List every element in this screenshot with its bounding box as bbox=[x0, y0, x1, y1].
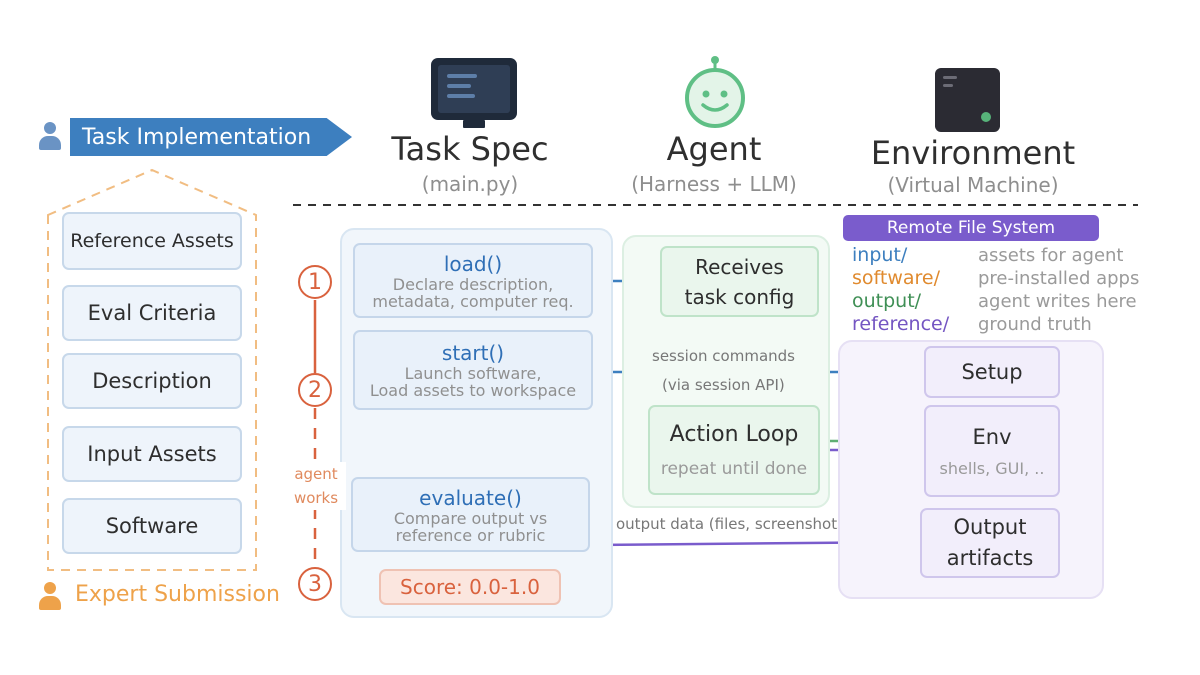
start-desc-line-2: Load assets to workspace bbox=[369, 381, 577, 400]
directory-names: input/ software/ output/ reference/ bbox=[852, 244, 949, 336]
load-desc-line-2: metadata, computer req. bbox=[372, 291, 574, 311]
step-1-marker: 1 bbox=[298, 265, 332, 299]
user-icon bbox=[38, 122, 62, 150]
reference-assets-item: Reference Assets bbox=[62, 212, 242, 270]
start-box: start() Launch software, Load assets to … bbox=[353, 330, 593, 410]
action-loop-box: Action Loop repeat until done bbox=[648, 405, 820, 495]
environment-subtitle: (Virtual Machine) bbox=[887, 173, 1059, 197]
reference-dir-desc: ground truth bbox=[978, 314, 1092, 335]
input-dir-desc: assets for agent bbox=[978, 245, 1124, 266]
agent-works-label: agent works bbox=[286, 462, 346, 510]
env-desc: shells, GUI, .. bbox=[939, 458, 1045, 478]
agent-works-line-2: works bbox=[293, 489, 339, 507]
evaluate-function-name: evaluate() bbox=[419, 485, 522, 510]
step-2-marker: 2 bbox=[298, 373, 332, 407]
action-loop-label: Action Loop bbox=[669, 421, 799, 447]
env-box: Env shells, GUI, .. bbox=[924, 405, 1060, 497]
load-function-name: load() bbox=[443, 251, 503, 276]
directory-descriptions: assets for agent pre-installed apps agen… bbox=[978, 244, 1139, 336]
output-data-label: output data (files, screenshots) bbox=[616, 515, 851, 533]
receives-config-box: Receives task config bbox=[660, 246, 819, 317]
input-assets-item: Input Assets bbox=[62, 426, 242, 482]
task-spec-title: Task Spec bbox=[391, 130, 549, 168]
session-commands-label: session commands bbox=[652, 347, 795, 365]
output-dir: output/ bbox=[852, 290, 922, 312]
step-3-marker: 3 bbox=[298, 567, 332, 601]
load-box: load() Declare description, metadata, co… bbox=[353, 243, 593, 318]
eval-criteria-item: Eval Criteria bbox=[62, 285, 242, 341]
repeat-label: repeat until done bbox=[660, 458, 808, 479]
software-dir-desc: pre-installed apps bbox=[978, 268, 1140, 289]
setup-box: Setup bbox=[924, 346, 1060, 398]
server-icon bbox=[935, 68, 1000, 132]
agent-title: Agent bbox=[666, 130, 762, 168]
output-line-1: Output bbox=[953, 515, 1027, 539]
output-dir-desc: agent writes here bbox=[978, 291, 1137, 312]
evaluate-desc-line-2: reference or rubric bbox=[395, 525, 546, 545]
load-desc-line-1: Declare description, bbox=[392, 274, 554, 294]
reference-dir: reference/ bbox=[852, 313, 950, 335]
expert-icon bbox=[38, 582, 62, 610]
expert-frame bbox=[47, 168, 257, 571]
robot-icon bbox=[685, 56, 745, 128]
remote-file-system-header: Remote File System bbox=[843, 215, 1099, 241]
output-artifacts-box: Output artifacts bbox=[920, 508, 1060, 578]
score-box: Score: 0.0-1.0 bbox=[379, 569, 561, 605]
via-session-api-label: (via session API) bbox=[662, 376, 785, 394]
agent-subtitle: (Harness + LLM) bbox=[631, 172, 797, 196]
task-spec-subtitle: (main.py) bbox=[421, 172, 519, 196]
start-function-name: start() bbox=[441, 341, 505, 365]
env-label: Env bbox=[972, 424, 1012, 449]
agent-works-line-1: agent bbox=[294, 465, 338, 483]
environment-title: Environment bbox=[870, 134, 1076, 172]
output-line-2: artifacts bbox=[946, 546, 1034, 570]
expert-submission-label: Expert Submission bbox=[75, 582, 280, 607]
description-item: Description bbox=[62, 353, 242, 409]
receives-line-1: Receives bbox=[695, 254, 784, 279]
receives-line-2: task config bbox=[684, 284, 795, 309]
input-dir: input/ bbox=[852, 244, 908, 266]
task-implementation-banner: Task Implementation bbox=[70, 118, 352, 156]
software-dir: software/ bbox=[852, 267, 940, 289]
start-desc-line-1: Launch software, bbox=[404, 364, 542, 383]
software-item: Software bbox=[62, 498, 242, 554]
evaluate-desc-line-1: Compare output vs bbox=[393, 508, 548, 528]
monitor-icon bbox=[431, 58, 517, 128]
evaluate-box: evaluate() Compare output vs reference o… bbox=[351, 477, 590, 552]
